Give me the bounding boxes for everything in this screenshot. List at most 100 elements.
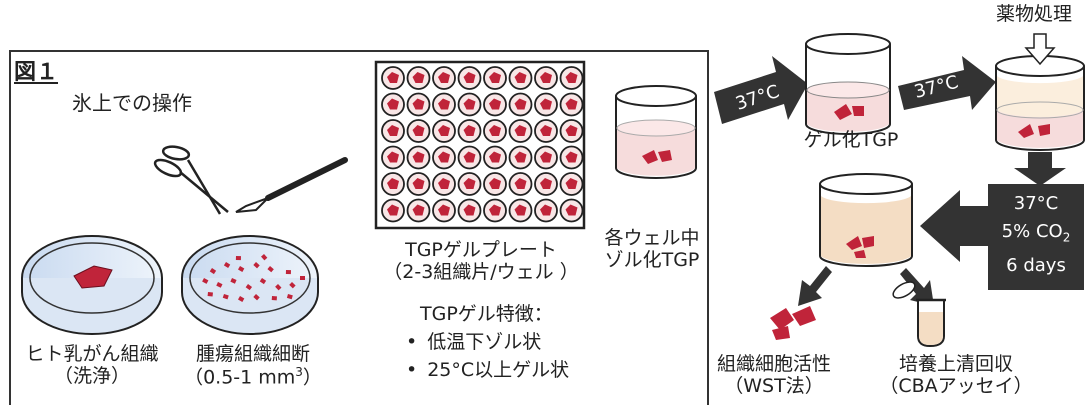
minced-fragment (238, 265, 245, 272)
well-tissue-piece (565, 72, 578, 83)
well-tissue-piece (565, 125, 578, 136)
well-tissue-piece (514, 178, 527, 189)
minced-fragment (286, 294, 293, 300)
well-tissue-piece (514, 204, 527, 216)
well-tissue-piece (387, 151, 399, 163)
incubation-days: 6 days (1006, 254, 1066, 276)
minced-fragment (222, 294, 229, 300)
well-tissue-piece (565, 98, 578, 110)
on-ice-label: 氷上での操作 (72, 91, 192, 115)
well-tissue-piece (387, 204, 399, 216)
supernatant-tube (892, 281, 946, 348)
tgp-feature-1: 低温下ゾル状 (406, 331, 541, 354)
minced-fragment (207, 292, 213, 297)
tissue-fragments (770, 306, 816, 340)
well-tissue-piece (489, 72, 501, 83)
culture-beaker (819, 173, 913, 267)
well-tissue-piece (412, 72, 425, 83)
minced-fragment (216, 282, 223, 288)
well-tissue-piece (412, 178, 425, 189)
viability-label: 組織細胞活性 （WST法） (716, 353, 831, 397)
well-tissue-piece (514, 72, 527, 83)
minced-fragment (261, 253, 268, 261)
well-tissue-piece (489, 178, 501, 189)
minced-fragment (223, 262, 231, 269)
arrow-down-incubate (1014, 152, 1066, 186)
minced-fragment (267, 266, 274, 273)
minced-fragment (289, 281, 296, 289)
well-tissue-piece (412, 151, 425, 163)
well-tissue-piece (438, 72, 450, 83)
minced-fragment (230, 278, 237, 284)
tgp-gel-plate (374, 60, 586, 230)
well-tissue-piece (540, 204, 552, 216)
gelled-label: ゲル化TGP (803, 129, 899, 151)
minced-fragment (300, 276, 305, 280)
well-tissue-piece (412, 204, 425, 216)
well-tissue-piece (387, 178, 399, 189)
incubation-temp: 37°C (1013, 193, 1059, 214)
supernatant-label: 培養上清回収 （CBAアッセイ） (879, 353, 1033, 397)
minced-fragment (235, 256, 241, 261)
scissors-icon (153, 145, 229, 215)
arrow-left-culture (920, 190, 988, 262)
well-tissue-piece (387, 72, 399, 83)
tgp-feature-2: 25°C以上ゲル状 (406, 359, 569, 382)
tissue-label: ヒト乳がん組織 （洗浄） (25, 343, 159, 387)
well-beaker-sol (615, 85, 697, 179)
well-tissue-piece (514, 125, 527, 136)
tgp-features-title: TGPゲル特徴： (420, 303, 553, 325)
well-label: 各ウェル中 ゾル化TGP (604, 227, 700, 271)
minced-fragment (253, 261, 260, 269)
on-ice-frame (9, 50, 709, 405)
gelled-beaker (805, 33, 891, 135)
incubation-co2: 5% CO2 (1001, 221, 1071, 245)
arrow-37c-2 (898, 56, 996, 110)
minced-fragment (259, 277, 267, 285)
minced-fragment (209, 268, 217, 275)
well-tissue-piece (540, 98, 552, 110)
arrow-to-viability (798, 266, 832, 306)
well-tissue-piece (412, 125, 425, 136)
well-tissue-piece (489, 125, 501, 136)
drug-add-arrow (1024, 33, 1056, 66)
well-tissue-piece (540, 151, 552, 163)
well-tissue-piece (438, 204, 450, 216)
minced-fragment (275, 283, 282, 291)
well-tissue-piece (540, 125, 552, 136)
arrow-37c-1 (714, 56, 808, 124)
well-tissue-piece (489, 204, 501, 216)
well-tissue-piece (565, 151, 578, 163)
well-tissue-piece (463, 125, 476, 136)
petri-dish-minced (181, 235, 319, 335)
minced-fragment (202, 278, 209, 284)
well-tissue-piece (438, 98, 450, 110)
well-tissue-piece (463, 98, 476, 110)
petri-dish-tissue (21, 235, 163, 335)
minced-fragment (285, 270, 291, 275)
well-tissue-piece (540, 72, 552, 83)
well-tissue-piece (387, 125, 399, 136)
well-tissue-piece (463, 178, 476, 189)
minced-fragment (271, 295, 277, 301)
minced-label: 腫瘍組織細断 （0.5-1 mm3） (184, 343, 322, 389)
well-tissue-piece (489, 98, 501, 110)
drug-label: 薬物処理 (996, 3, 1073, 25)
well-tissue-piece (412, 98, 425, 110)
well-tissue-piece (514, 98, 527, 110)
well-tissue-piece (463, 151, 476, 163)
well-tissue-piece (387, 98, 399, 110)
plate-label: TGPゲルプレート （2-3組織片/ウェル ） (383, 239, 579, 283)
minced-fragment (253, 293, 260, 301)
well-tissue-piece (438, 151, 450, 163)
scalpel-icon (235, 157, 348, 213)
minced-fragment (238, 296, 245, 302)
figure-label: 図１ (14, 60, 59, 85)
incubation-conditions-box: 37°C 5% CO2 6 days (988, 184, 1084, 290)
minced-fragment (245, 284, 253, 291)
well-tissue-piece (514, 151, 527, 163)
well-tissue-piece (438, 178, 450, 189)
drug-beaker (995, 55, 1085, 151)
well-tissue-piece (463, 72, 476, 83)
